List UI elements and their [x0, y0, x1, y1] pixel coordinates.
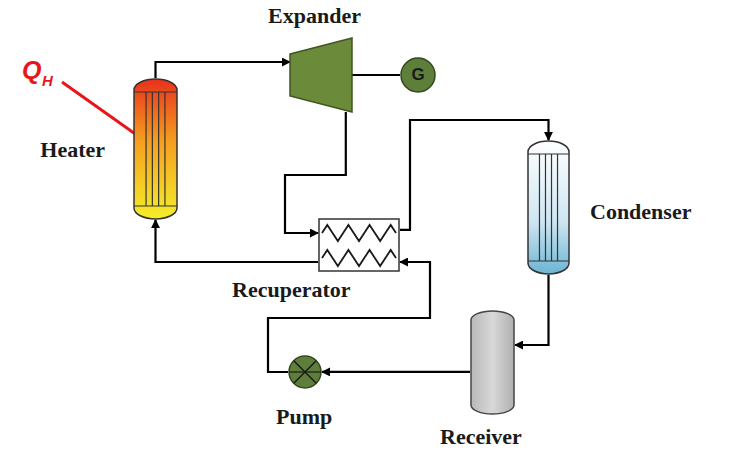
expander-body — [290, 38, 352, 112]
vessel-tube — [539, 154, 540, 261]
component-shape — [288, 355, 322, 389]
heat-subscript: H — [42, 73, 53, 88]
recuperator-body — [319, 219, 399, 271]
vessel-tube — [551, 154, 552, 261]
vessel-tube — [545, 154, 546, 261]
vessel-body — [528, 141, 569, 274]
component-label: Pump — [276, 405, 332, 429]
recuperator-coil — [322, 225, 396, 241]
pump-impeller — [289, 371, 321, 372]
pump-circle — [289, 356, 321, 388]
component-label: Recuperator — [232, 278, 351, 302]
flow-pipe — [515, 275, 549, 345]
heat-symbol: Q — [22, 58, 41, 83]
component-label: Receiver — [440, 425, 522, 449]
component-label: Expander — [268, 4, 361, 28]
component-shape — [527, 140, 570, 275]
condenser-vessel: Condenser — [527, 140, 570, 275]
vessel-head — [134, 205, 177, 206]
component-shape — [318, 218, 400, 272]
generator: G — [400, 57, 436, 93]
flow-pipe — [322, 371, 470, 373]
recuperator-coil — [322, 250, 396, 266]
receiver-tank: Receiver — [470, 310, 515, 415]
component-label: Heater — [40, 138, 105, 162]
generator-circle — [401, 58, 435, 92]
vessel-head — [528, 153, 569, 154]
recuperator-box: Recuperator — [318, 218, 400, 272]
vessel-tube — [164, 92, 165, 206]
receiver-body — [471, 311, 514, 414]
component-shape — [290, 38, 352, 112]
vessel-tube — [152, 92, 153, 206]
flow-pipe — [285, 112, 346, 233]
flow-pipe — [400, 120, 549, 230]
vessel-tube — [158, 92, 159, 206]
vessel-head — [134, 91, 177, 92]
vessel-head — [528, 260, 569, 261]
component-shape — [470, 310, 515, 415]
shaft-line — [352, 74, 400, 76]
expander-turbine: Expander — [290, 38, 352, 112]
vessel-tube — [145, 92, 146, 206]
generator-letter: G — [400, 57, 436, 93]
vessel-tube — [557, 154, 558, 261]
component-label: Condenser — [590, 200, 691, 224]
flow-pipe — [156, 62, 291, 78]
pump: Pump — [288, 355, 322, 389]
vessel-body — [134, 79, 177, 219]
component-shape — [133, 78, 178, 220]
heater-vessel: Heater — [133, 78, 178, 220]
flow-pipe — [156, 220, 319, 262]
